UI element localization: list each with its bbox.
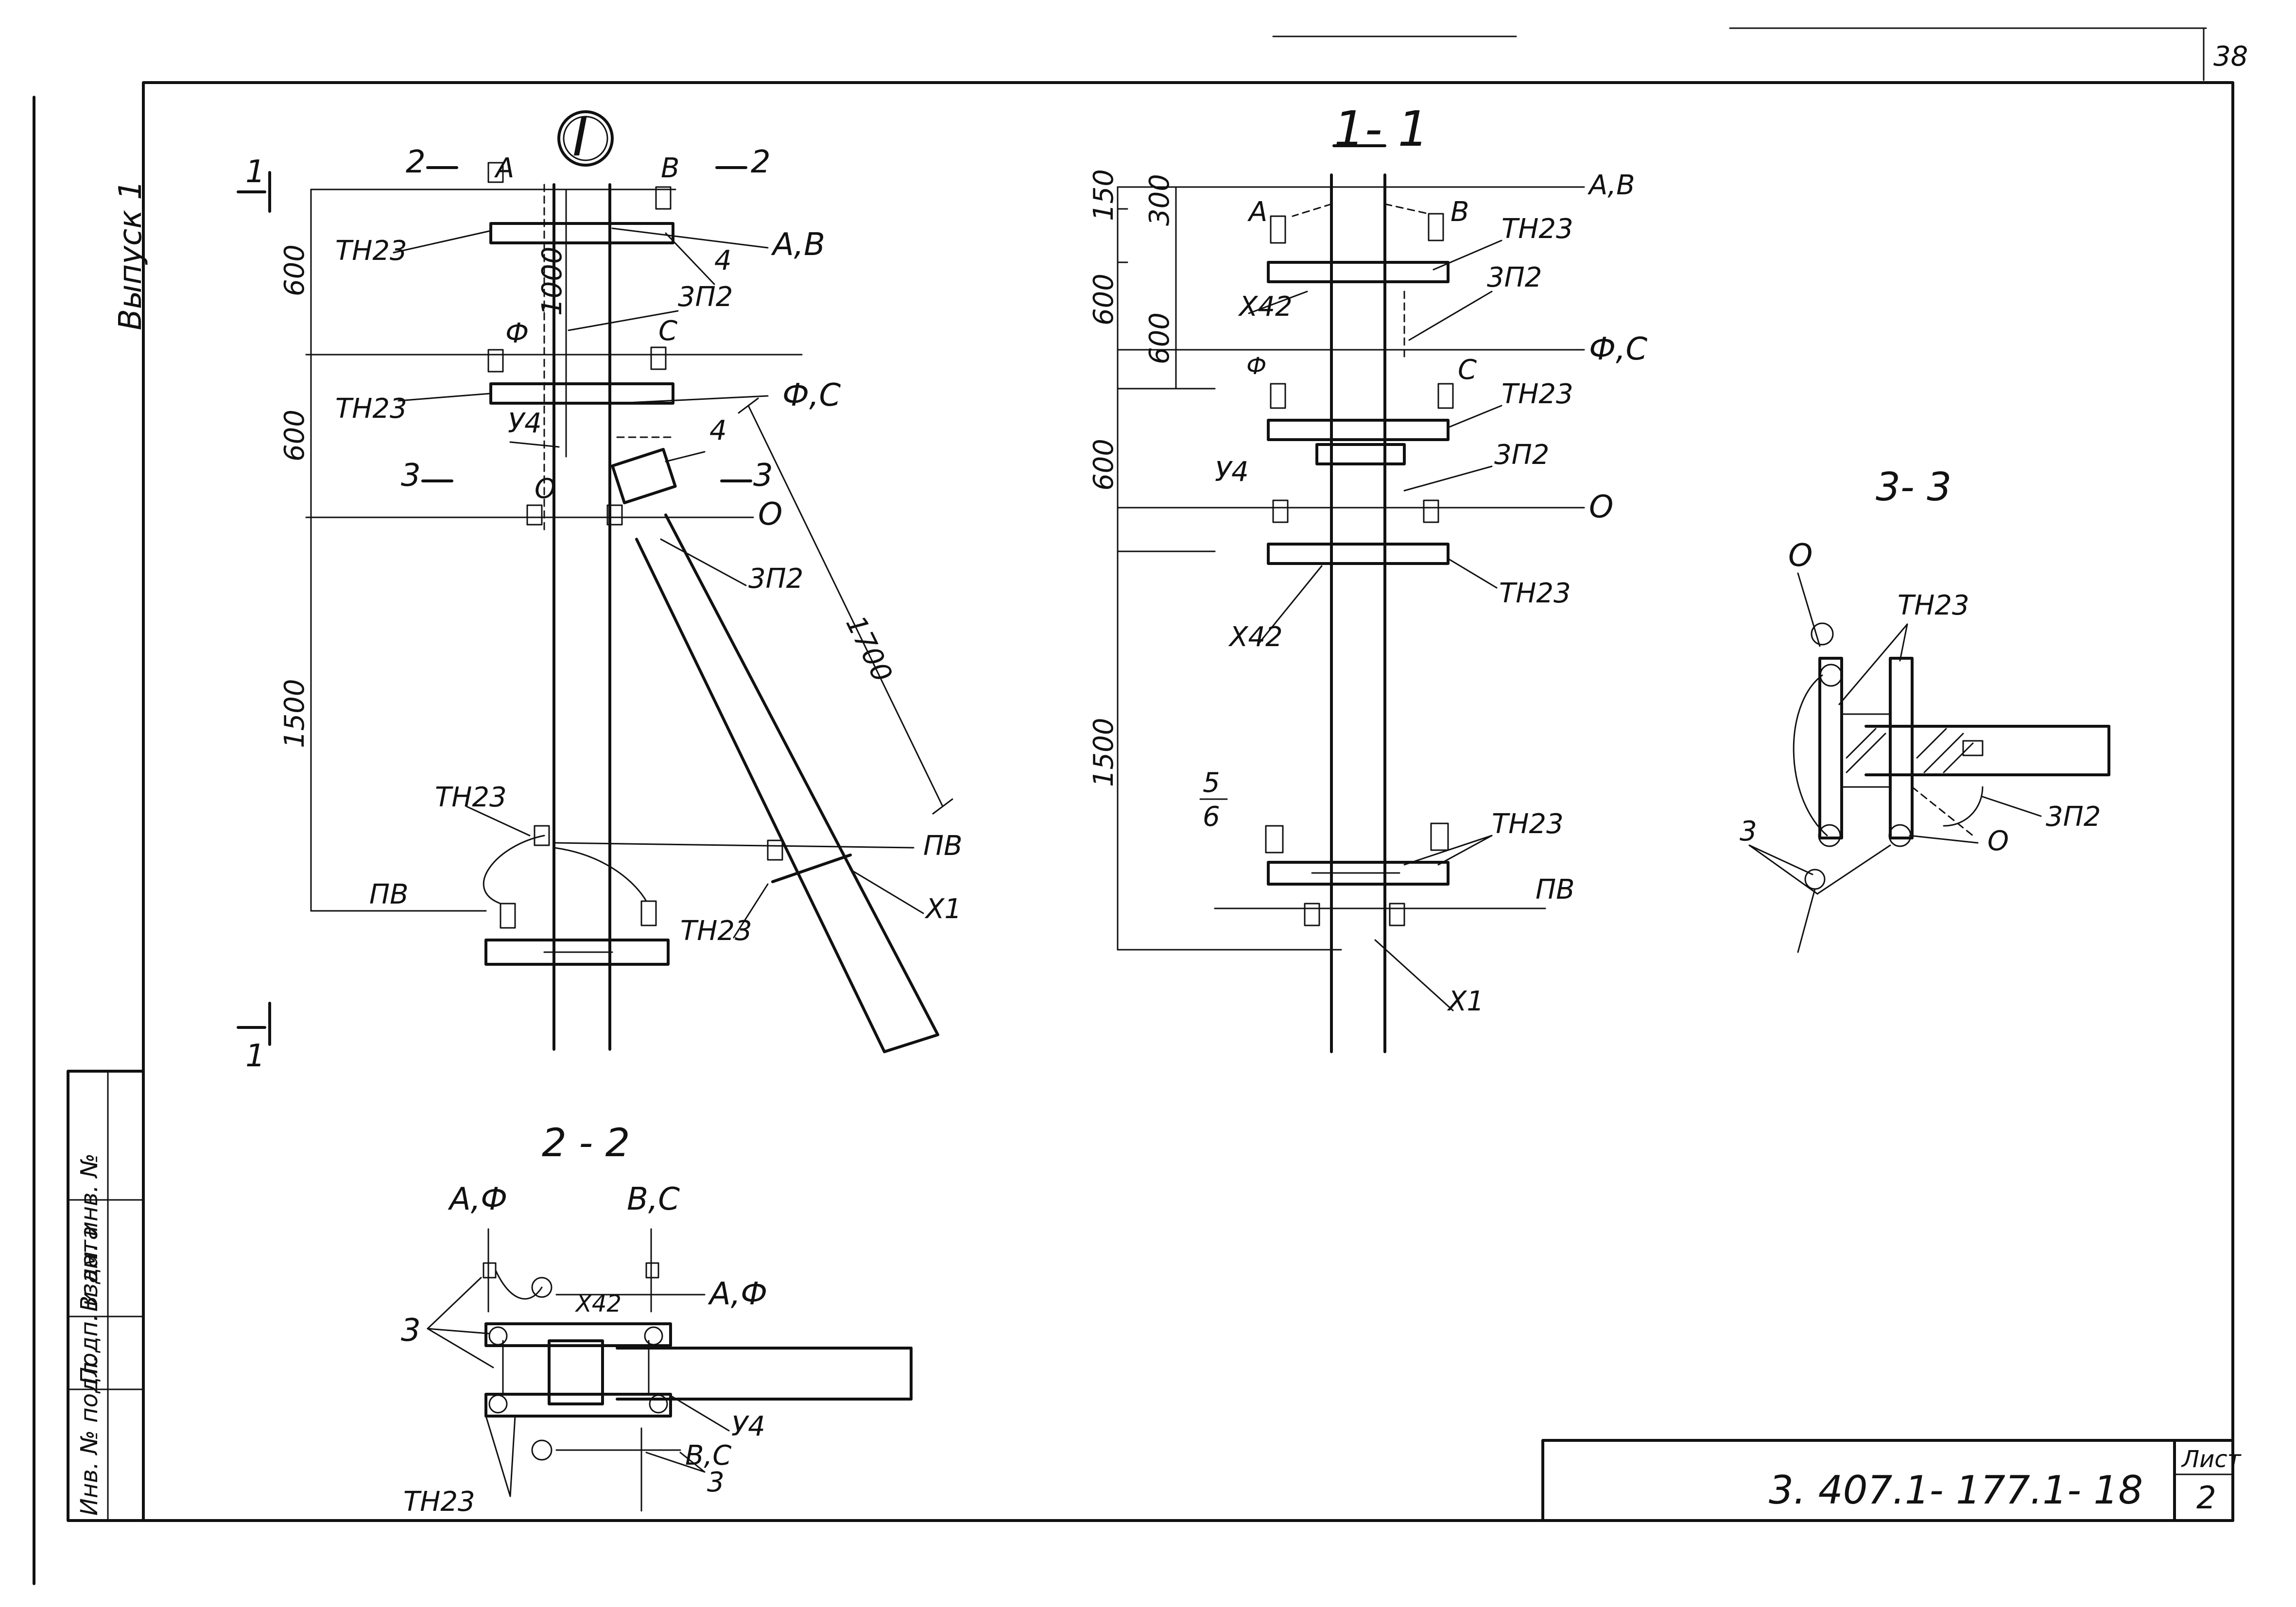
s33-label-3: 3 — [1740, 816, 1757, 847]
cut-2-right: 2 — [751, 144, 771, 180]
main-dim-1700: 1700 — [839, 611, 898, 687]
document-code: 3. 407.1- 177.1- 18 — [1769, 1468, 2143, 1513]
s11-label-x1: Х1 — [1447, 986, 1484, 1017]
s11-label-u4: У4 — [1215, 456, 1249, 488]
s11-label-zp2-mid: 3П2 — [1494, 439, 1549, 471]
s22-label-af-top: А,Ф — [448, 1181, 507, 1217]
section-2-2: 2 - 2 А,Ф В,С А,Ф — [401, 1120, 913, 1518]
main-label-o-right: О — [758, 496, 782, 532]
s11-dim-300: 300 — [1144, 174, 1175, 226]
sheet-frame — [33, 27, 2234, 1585]
cut-1-top: 1 — [245, 154, 265, 190]
main-dim-600-a: 600 — [279, 244, 311, 296]
s11-dim-150: 150 — [1088, 169, 1120, 221]
s11-label-pv: ПВ — [1536, 874, 1575, 906]
main-label-x1: Х1 — [924, 893, 962, 925]
s11-label-fc: Ф,С — [1589, 331, 1647, 367]
main-label-zp2-low: 3П2 — [748, 563, 803, 595]
s11-label-th23-c: ТН23 — [1499, 578, 1571, 609]
s11-label-a: А — [1247, 196, 1267, 228]
main-label-o-left: О — [535, 473, 556, 505]
s33-label-o-low: О — [1987, 825, 2009, 857]
s22-label-bc-low: В,С — [685, 1440, 731, 1471]
cut-2-left: 2 — [406, 144, 426, 180]
s33-label-th23: ТН23 — [1898, 590, 1969, 621]
main-label-c: С — [658, 315, 677, 347]
main-label-4-mid: 4 — [709, 415, 727, 446]
s22-label-th23: ТН23 — [403, 1486, 475, 1518]
section-3-3: 3- 3 О ТН23 — [1740, 464, 2110, 953]
s11-label-c: С — [1458, 354, 1477, 386]
s11-label-x42-top: Х42 — [1238, 291, 1293, 323]
main-label-u4: У4 — [508, 408, 542, 439]
stamp-inv-no: Инв. № подл. — [76, 1355, 103, 1516]
s11-label-th23-d: ТН23 — [1492, 808, 1564, 840]
section-3-3-title: 3- 3 — [1876, 464, 1951, 510]
s11-label-zp2-top: 3П2 — [1487, 262, 1542, 293]
s11-label-b: В — [1450, 196, 1469, 228]
cut-1-bottom: 1 — [245, 1038, 265, 1074]
s22-label-3-low: 3 — [707, 1467, 725, 1498]
s11-label-5: 5 — [1203, 767, 1220, 799]
stamp-sign-date: Подп. и дата — [76, 1226, 103, 1385]
s22-label-u4: У4 — [731, 1411, 765, 1442]
main-label-th23-low: ТН23 — [435, 782, 507, 813]
main-label-4-top: 4 — [714, 245, 732, 276]
main-label-pv-left: ПВ — [369, 879, 409, 910]
main-label-th23-mid: ТН23 — [335, 393, 407, 425]
stamp-replaced-inv: Взам. инв. № — [76, 1153, 103, 1312]
main-view: I 1 1 2 2 3 3 600 1000 600 1500 1700 А В… — [237, 106, 963, 1074]
main-label-zp2-top: 3П2 — [678, 281, 733, 313]
sheet-number: 2 — [2196, 1480, 2216, 1516]
s11-dim-600-a: 600 — [1088, 274, 1120, 325]
s22-label-af-right: А,Ф — [708, 1276, 767, 1312]
main-label-th23-strut: ТН23 — [680, 915, 752, 947]
main-label-fc: Ф,С — [782, 377, 841, 413]
s11-label-6: 6 — [1203, 801, 1220, 833]
s33-label-o-top: О — [1788, 538, 1813, 574]
main-label-pv-right: ПВ — [923, 830, 963, 862]
main-label-th23-top: ТН23 — [335, 235, 407, 267]
page-number: 38 — [2213, 41, 2248, 72]
s11-label-ab: А,В — [1588, 170, 1635, 201]
s11-label-f: Ф — [1246, 353, 1266, 380]
main-dim-1000: 1000 — [536, 246, 568, 316]
sheet-caption: Лист — [2181, 1446, 2242, 1473]
s11-label-th23-b: ТН23 — [1502, 378, 1573, 410]
s22-label-x42: Х42 — [574, 1290, 621, 1317]
issue-label: Выпуск 1 — [113, 180, 149, 330]
main-dim-600-b: 600 — [279, 410, 311, 462]
main-label-a: А — [494, 153, 514, 184]
main-label-f: Ф — [505, 318, 529, 349]
cut-3-right: 3 — [753, 458, 773, 494]
section-2-2-title: 2 - 2 — [542, 1120, 630, 1165]
s33-label-zp2: 3П2 — [2046, 801, 2101, 833]
s11-label-th23-a: ТН23 — [1502, 213, 1573, 245]
s11-dim-600-b: 600 — [1144, 312, 1175, 364]
cut-3-left: 3 — [401, 458, 421, 494]
section-1-1-title: 1- 1 — [1334, 101, 1429, 157]
main-label-b: В — [661, 153, 679, 184]
s11-label-o: О — [1589, 489, 1613, 525]
section-1-1: 1- 1 — [1088, 101, 1647, 1053]
s11-dim-1500: 1500 — [1088, 718, 1120, 787]
s22-label-3-left: 3 — [401, 1313, 421, 1349]
main-dim-1500: 1500 — [279, 679, 311, 748]
node-mark-label: I — [572, 106, 588, 168]
s11-label-x42-low: Х42 — [1228, 621, 1283, 653]
s11-dim-600-c: 600 — [1088, 439, 1120, 491]
s22-label-bc-top: В,С — [627, 1181, 680, 1217]
main-label-ab: А,В — [771, 227, 825, 263]
